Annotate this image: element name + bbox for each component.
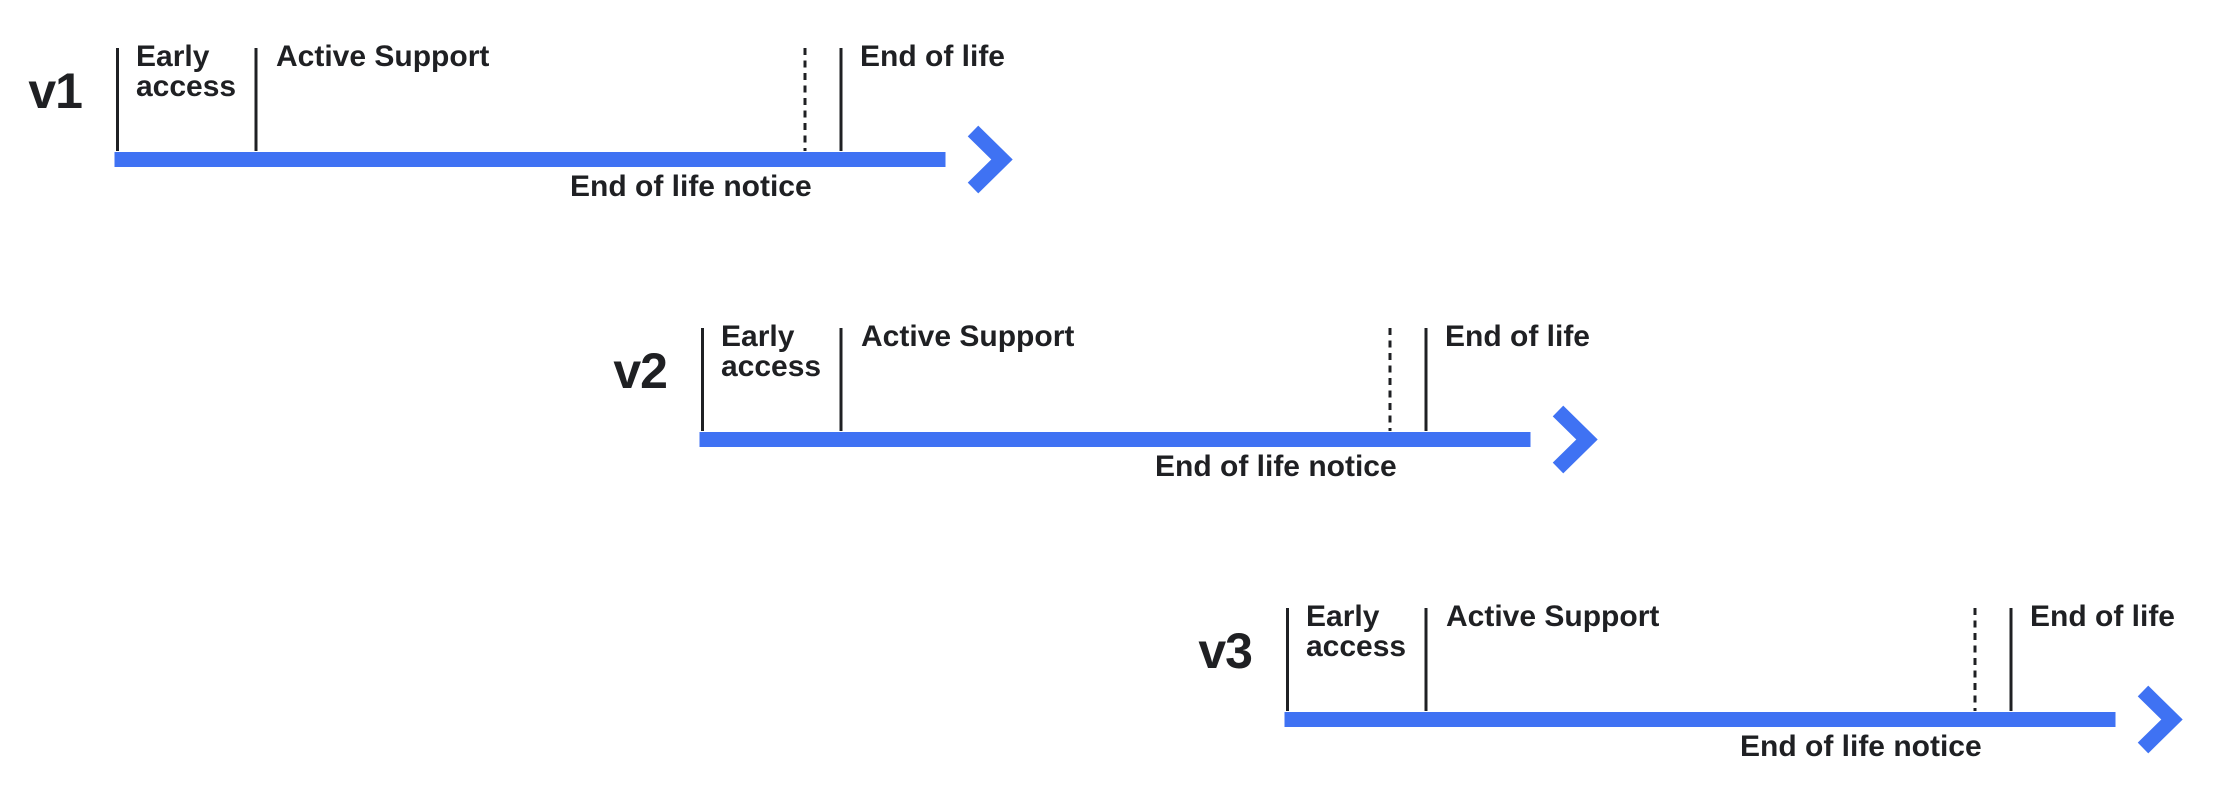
early-access-label: Early access	[136, 40, 237, 103]
active-support-label: Active Support	[276, 40, 490, 73]
arrowhead-icon	[2137, 685, 2183, 754]
end-of-life-label: End of life	[2030, 600, 2175, 633]
end-of-life-label: End of life	[1445, 320, 1590, 353]
early-access-label: Early access	[1306, 600, 1407, 663]
timeline-row-v1: v1 Early access Active Support End of li…	[28, 42, 1038, 223]
early-access-label: Early access	[721, 320, 822, 383]
end-of-life-label: End of life	[860, 40, 1005, 73]
version-label: v2	[613, 343, 668, 399]
arrowhead-icon	[967, 125, 1013, 194]
timeline-shaft	[699, 432, 1531, 447]
active-support-label: Active Support	[1446, 600, 1660, 633]
timeline-row-v3: v3 Early access Active Support End of li…	[1198, 602, 2208, 783]
end-of-life-notice-label: End of life notice	[1740, 730, 1982, 763]
end-of-life-notice-label: End of life notice	[1155, 450, 1397, 483]
timeline-shaft	[1284, 712, 2116, 727]
arrowhead-icon	[1552, 405, 1598, 474]
timeline-graphic	[699, 328, 1598, 474]
end-of-life-notice-label: End of life notice	[570, 170, 812, 203]
active-support-label: Active Support	[861, 320, 1075, 353]
timeline-shaft	[114, 152, 946, 167]
timeline-row-v2: v2 Early access Active Support End of li…	[613, 322, 1623, 503]
timeline-graphic	[1284, 608, 2183, 754]
version-label: v3	[1198, 623, 1253, 679]
timeline-graphic	[114, 48, 1013, 194]
version-label: v1	[28, 63, 83, 119]
